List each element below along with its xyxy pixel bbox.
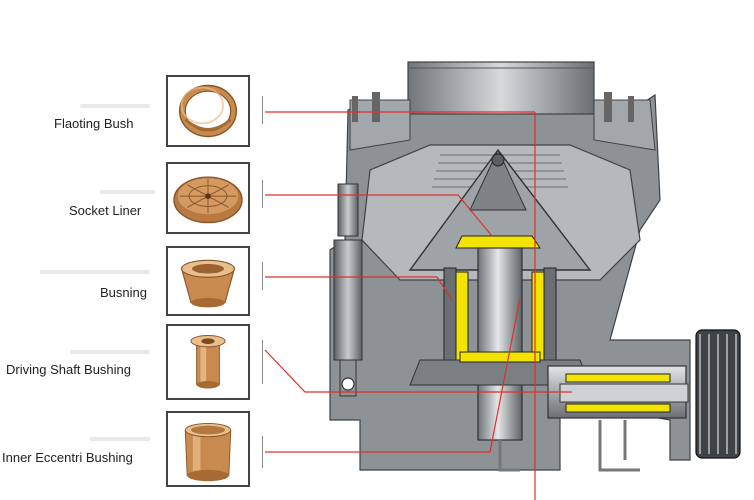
tick-mark xyxy=(262,340,263,384)
socket-liner-icon xyxy=(168,164,248,232)
leader-line-driving-shaft-bushing xyxy=(264,349,572,393)
ghost-mark xyxy=(80,104,150,108)
label-floating-bush: Flaoting Bush xyxy=(54,116,134,131)
tick-mark xyxy=(262,262,263,290)
driving-shaft-bushing-thumbnail xyxy=(166,324,250,400)
ghost-mark xyxy=(100,190,155,194)
tick-mark xyxy=(262,180,263,208)
inner-eccentric-bushing-thumbnail xyxy=(166,411,250,487)
label-bushing: Busning xyxy=(100,285,147,300)
bushing-icon xyxy=(168,248,248,314)
leader-line-bushing xyxy=(265,276,453,301)
floating-bush-icon xyxy=(168,77,248,145)
leader-line-inner-eccentric-bushing xyxy=(265,297,521,453)
leader-line-socket-liner xyxy=(265,194,493,237)
ghost-mark xyxy=(40,270,150,274)
label-socket-liner: Socket Liner xyxy=(69,203,142,218)
tick-mark xyxy=(262,96,263,124)
tick-mark xyxy=(262,436,263,468)
ghost-mark xyxy=(70,350,150,354)
floating-bush-thumbnail xyxy=(166,75,250,147)
inner-eccentric-bushing-icon xyxy=(168,413,248,485)
driving-shaft-bushing-icon xyxy=(168,326,248,398)
label-driving-shaft-bushing: Driving Shaft Bushing xyxy=(6,362,132,377)
bushing-thumbnail xyxy=(166,246,250,316)
socket-liner-thumbnail xyxy=(166,162,250,234)
ghost-mark xyxy=(90,437,150,441)
label-inner-eccentric-bushing: Inner Eccentri Bushing xyxy=(2,450,133,465)
